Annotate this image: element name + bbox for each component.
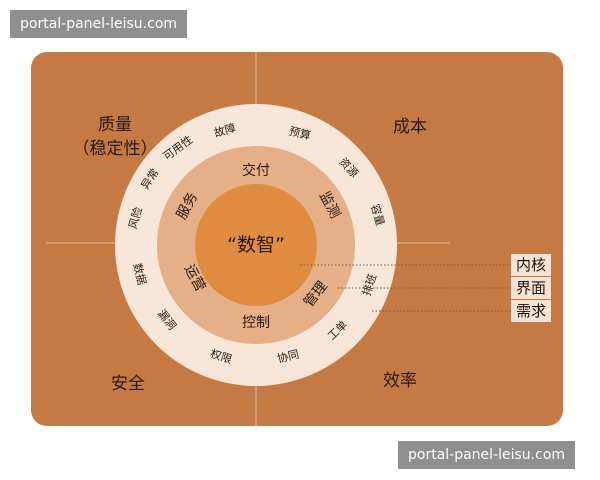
watermark-bottom: portal-panel-leisu.com bbox=[398, 441, 576, 469]
quadrant-security: 安全 bbox=[111, 374, 145, 394]
outer-label-permission: 权限 bbox=[209, 347, 234, 366]
outer-label-risk: 风险 bbox=[125, 205, 145, 230]
outer-label-schedule: 排班 bbox=[359, 272, 379, 297]
outer-label-collab: 协同 bbox=[276, 347, 301, 366]
outer-label-fault: 故障 bbox=[212, 120, 237, 140]
inner-label-deliver: 交付 bbox=[242, 162, 270, 179]
quadrant-quality-title: 质量 bbox=[98, 115, 132, 135]
core-label: “数智” bbox=[227, 234, 285, 256]
outer-label-budget: 预算 bbox=[288, 124, 313, 143]
outer-label-data: 数据 bbox=[130, 262, 149, 287]
quadrant-quality-subtitle: （稳定性） bbox=[72, 139, 158, 159]
side-label-interface: 界面 bbox=[511, 277, 551, 299]
core-circle bbox=[195, 184, 317, 306]
quadrant-quality: 质量 （稳定性） bbox=[60, 113, 170, 161]
quadrant-efficiency: 效率 bbox=[383, 371, 417, 391]
quadrant-cost: 成本 bbox=[393, 117, 427, 137]
side-label-kernel: 内核 bbox=[511, 254, 551, 276]
side-label-demand: 需求 bbox=[511, 300, 551, 322]
watermark-top: portal-panel-leisu.com bbox=[10, 10, 188, 38]
inner-label-control: 控制 bbox=[242, 315, 270, 331]
outer-label-capacity: 容量 bbox=[368, 202, 388, 227]
